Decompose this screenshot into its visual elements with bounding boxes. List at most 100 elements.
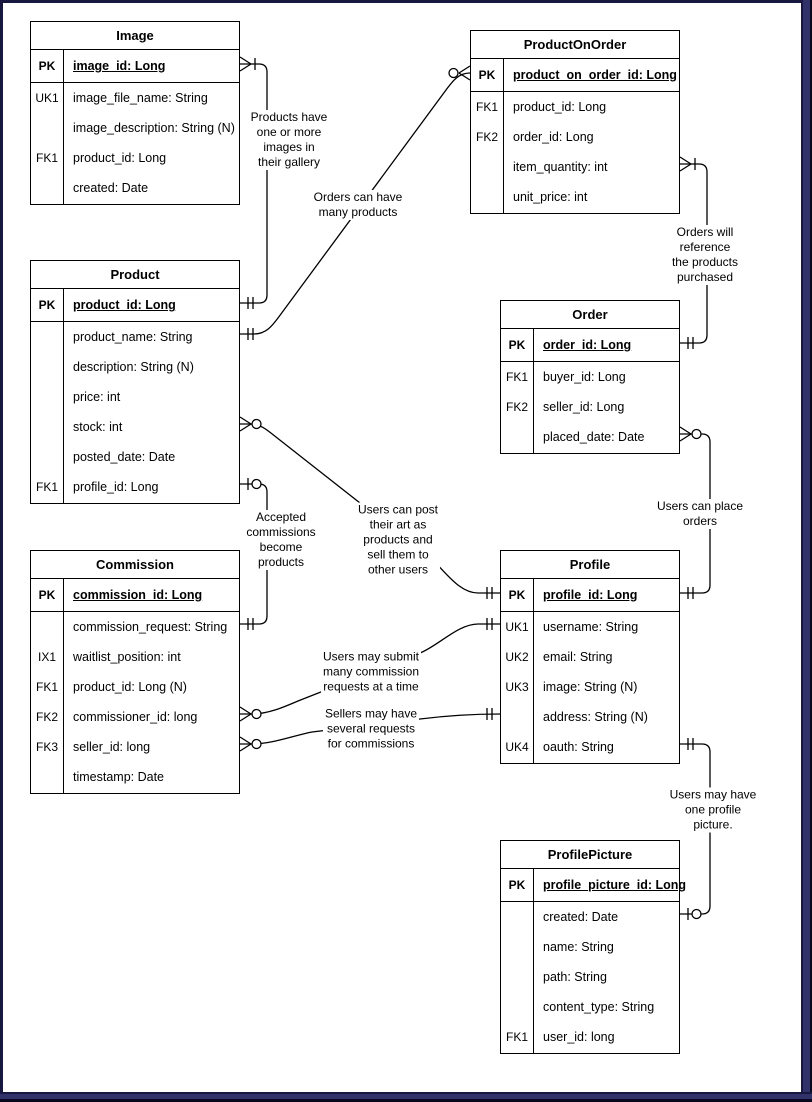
row-field: address: String (N) — [543, 710, 648, 724]
lbl-users-submit[interactable]: Users may submit many commission request… — [320, 649, 422, 695]
frame-border-bottom — [0, 1092, 812, 1102]
connector-product-to-productonorder[interactable] — [240, 65, 471, 340]
lbl-image-product[interactable]: Products have one or more images in thei… — [248, 110, 330, 170]
cardinality-zero-one-icon — [687, 908, 702, 920]
key-column-divider — [63, 49, 64, 204]
row-field: price: int — [73, 390, 121, 404]
row-key-label: FK2 — [35, 710, 58, 724]
entity-title: Image — [31, 22, 239, 50]
lbl-order-reference[interactable]: Orders will reference the products purch… — [651, 225, 759, 285]
row-field: posted_date: Date — [73, 450, 176, 464]
cardinality-zero-many-icon — [448, 65, 471, 81]
entity-title: ProfilePicture — [501, 841, 679, 869]
entity-row: FK2 seller_id: Long — [501, 392, 679, 422]
row-key-label: FK1 — [505, 370, 528, 384]
key-column-divider — [63, 578, 64, 793]
row-field: seller_id: Long — [543, 400, 625, 414]
entity-row: price: int — [31, 382, 239, 412]
row-field: image_description: String (N) — [73, 121, 235, 135]
lbl-order-products[interactable]: Orders can have many products — [311, 190, 405, 220]
row-key-label: FK1 — [35, 480, 58, 494]
lbl-users-post-art[interactable]: Users can post their art as products and… — [355, 502, 441, 578]
row-key-label: FK2 — [505, 400, 528, 414]
pk-key-label: PK — [508, 878, 526, 892]
cardinality-one-icon — [486, 587, 493, 599]
connector-line[interactable] — [240, 63, 268, 304]
row-field: content_type: String — [543, 1000, 655, 1014]
row-field: image: String (N) — [543, 680, 638, 694]
entity-row: placed_date: Date — [501, 422, 679, 452]
lbl-sellers-requests[interactable]: Sellers may have several requests for co… — [322, 706, 420, 752]
entity-pk-row: PK profile_id: Long — [501, 579, 679, 612]
entity-pk-row: PK profile_picture_id: Long — [501, 869, 686, 902]
row-key-label: UK3 — [505, 680, 529, 694]
pk-key-label: PK — [38, 298, 56, 312]
entity-title: Order — [501, 301, 679, 329]
cardinality-one-icon — [486, 708, 493, 720]
row-key-label: FK2 — [475, 130, 498, 144]
row-field: item_quantity: int — [513, 160, 608, 174]
entity-row: created: Date — [501, 902, 679, 932]
cardinality-one-icon — [247, 297, 254, 309]
cardinality-one-icon — [247, 328, 254, 340]
row-field: path: String — [543, 970, 607, 984]
row-field: product_id: Long (N) — [73, 680, 187, 694]
pk-key-label: PK — [508, 588, 526, 602]
row-field: created: Date — [543, 910, 619, 924]
row-field: profile_id: Long — [73, 480, 159, 494]
key-column-divider — [533, 578, 534, 763]
row-field: buyer_id: Long — [543, 370, 626, 384]
row-field: commission_request: String — [73, 620, 228, 634]
frame-border-top — [0, 0, 812, 3]
entity-title: Commission — [31, 551, 239, 579]
row-field: waitlist_position: int — [73, 650, 181, 664]
entity-row: posted_date: Date — [31, 442, 239, 472]
cardinality-zero-many-icon — [239, 736, 262, 752]
row-field: email: String — [543, 650, 613, 664]
entity-row: image_description: String (N) — [31, 113, 239, 143]
entity-row: address: String (N) — [501, 702, 679, 732]
row-key-label: FK1 — [475, 100, 498, 114]
lbl-users-place-orders[interactable]: Users can place orders — [644, 499, 756, 529]
row-field: description: String (N) — [73, 360, 194, 374]
row-field: placed_date: Date — [543, 430, 645, 444]
pk-field: order_id: Long — [543, 338, 632, 352]
entity-row: timestamp: Date — [31, 762, 239, 792]
pk-key-label: PK — [478, 68, 496, 82]
row-field: unit_price: int — [513, 190, 588, 204]
entity-row: FK1 buyer_id: Long — [501, 362, 679, 392]
entity-title: Product — [31, 261, 239, 289]
row-field: image_file_name: String — [73, 91, 208, 105]
entity-row: item_quantity: int — [471, 152, 679, 182]
row-key-label: FK3 — [35, 740, 58, 754]
connector-image-to-product[interactable] — [239, 56, 268, 309]
pk-field: profile_id: Long — [543, 588, 638, 602]
pk-key-label: PK — [38, 588, 56, 602]
entity-row: stock: int — [31, 412, 239, 442]
row-field: product_name: String — [73, 330, 193, 344]
connector-line[interactable] — [240, 72, 471, 335]
frame-border-left — [0, 0, 3, 1102]
entity-row: path: String — [501, 962, 679, 992]
pk-field: profile_picture_id: Long — [543, 878, 687, 892]
row-key-label: FK1 — [35, 680, 58, 694]
lbl-one-profile-pic[interactable]: Users may have one profile picture. — [663, 787, 763, 833]
entity-row: description: String (N) — [31, 352, 239, 382]
cardinality-one-icon — [687, 337, 694, 349]
lbl-accepted-comm[interactable]: Accepted commissions become products — [244, 510, 318, 570]
